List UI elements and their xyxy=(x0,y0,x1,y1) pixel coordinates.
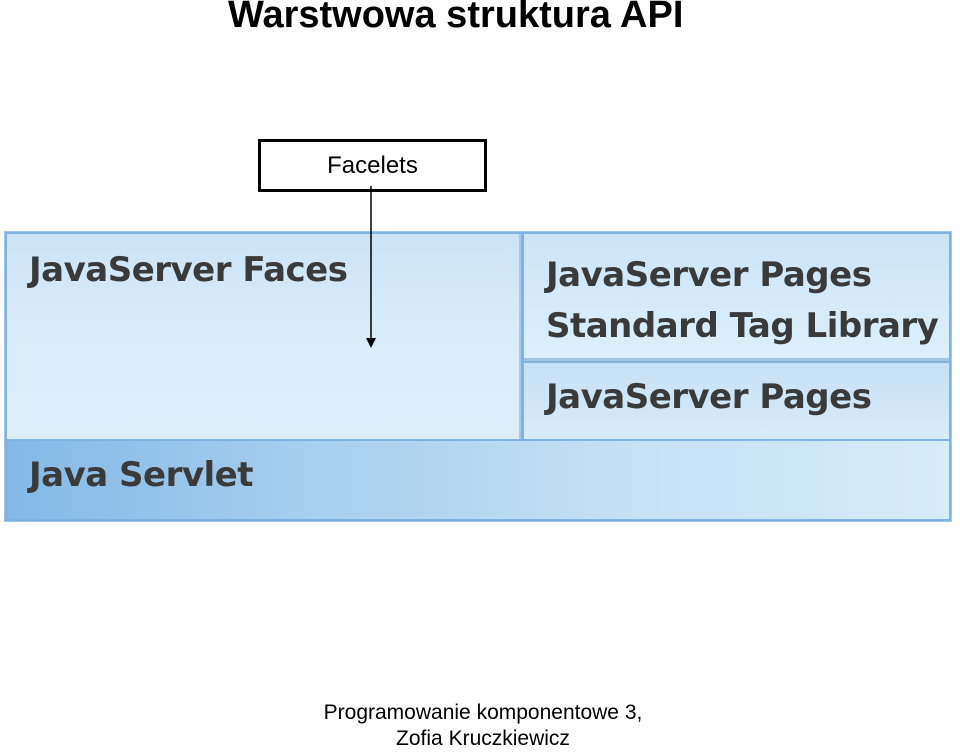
layer-jstl-label-line2: Standard Tag Library xyxy=(546,306,939,346)
facelets-callout: Facelets xyxy=(258,139,487,192)
facelets-label: Facelets xyxy=(327,152,418,179)
footer-line2: Zofia Kruczkiewicz xyxy=(396,727,570,750)
layer-java-servlet-label: Java Servlet xyxy=(29,455,253,495)
footer-line1: Programowanie komponentowe 3, xyxy=(323,701,643,724)
layer-jstl: JavaServer Pages Standard Tag Library xyxy=(524,234,949,361)
layer-javaserver-faces-label: JavaServer Faces xyxy=(29,250,348,290)
layer-jstl-label-line1: JavaServer Pages xyxy=(546,255,872,295)
layer-jstl-label: JavaServer Pages Standard Tag Library xyxy=(546,250,939,352)
layer-javaserver-faces: JavaServer Faces xyxy=(7,234,521,439)
layer-javaserver-pages: JavaServer Pages xyxy=(524,363,949,439)
layer-java-servlet: Java Servlet xyxy=(7,441,949,519)
footer: Programowanie komponentowe 3, Zofia Kruc… xyxy=(318,700,648,752)
api-layer-stack: JavaServer Faces JavaServer Pages Standa… xyxy=(4,231,952,522)
layer-javaserver-pages-label: JavaServer Pages xyxy=(546,377,872,417)
page-title: Warstwowa struktura API xyxy=(228,0,684,36)
